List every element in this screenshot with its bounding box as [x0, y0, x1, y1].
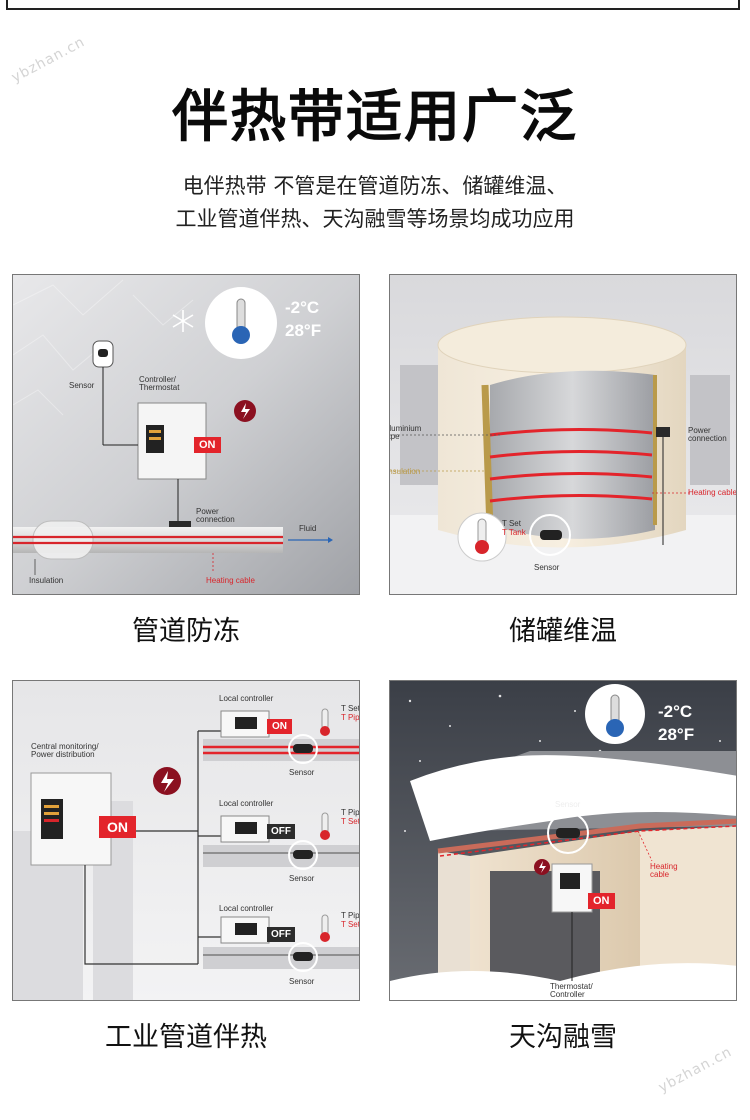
local-controller-label-2: Local controller — [219, 799, 274, 808]
pipe-freeze-illustration — [13, 275, 359, 594]
t-set-label-1: T Set — [341, 704, 360, 713]
snow-on-roof — [410, 755, 736, 841]
local-controller-3 — [220, 916, 270, 944]
heating-cable-label: Heating cable — [206, 576, 255, 585]
aluminium-tape-label: Aluminium tape — [389, 424, 422, 442]
sensor-label-3: Sensor — [289, 977, 315, 986]
temp-fahrenheit: 28°F — [658, 725, 695, 744]
local-controller-2 — [220, 815, 270, 843]
temp-fahrenheit: 28°F — [285, 321, 322, 340]
temp-celsius: -2°C — [658, 702, 693, 721]
power-connection-label: Power connection — [688, 426, 727, 444]
t-tank-label: T Tank — [502, 528, 526, 537]
thermometer-icon — [606, 719, 624, 737]
gutter-illustration — [390, 681, 736, 1000]
headline: 伴热带适用广泛 — [172, 85, 578, 150]
sensor-label: Sensor — [69, 381, 95, 390]
local-controller-label-1: Local controller — [219, 694, 274, 703]
insulation-label: Insulation — [29, 576, 64, 585]
thermometer-icon — [320, 708, 330, 942]
panel-industrial-tracing: Central monitoring/ Power distribution O… — [12, 680, 360, 1001]
on-badge: ON — [194, 437, 221, 453]
tank-illustration — [390, 275, 736, 594]
fluid-label: Fluid — [299, 524, 317, 533]
t-pipe-label-3: T Pipe — [341, 911, 360, 920]
caption-pipe-freeze: 管道防冻 — [132, 616, 240, 647]
controller-label: Controller/ Thermostat — [139, 375, 180, 393]
sensor-label: Sensor — [555, 800, 581, 809]
panel-gutter-snowmelt: -2°C 28°F Sensor Heating cable ON Thermo… — [389, 680, 737, 1001]
insulation-label: Insulation — [389, 467, 421, 476]
temp-celsius: -2°C — [285, 298, 320, 317]
panel-tank-heating: Aluminium tape Insulation Power connecti… — [389, 274, 737, 595]
central-on-badge: ON — [99, 816, 136, 838]
top-frame-border — [6, 0, 740, 10]
central-monitoring-label: Central monitoring/ Power distribution — [31, 742, 99, 760]
industrial-illustration — [13, 681, 359, 1000]
on-badge: ON — [588, 893, 615, 909]
sensor-label-2: Sensor — [289, 874, 315, 883]
t-set-label-2: T Set — [341, 817, 360, 826]
caption-tank-heating: 储罐维温 — [509, 616, 617, 647]
local-controller-1 — [220, 710, 270, 738]
thermostat-label: Thermostat/ Controller — [550, 982, 593, 1000]
intro-line-1: 电伴热带 不管是在管道防冻、储罐维温、 — [182, 174, 568, 198]
panel-pipe-freeze: -2°C 28°F Sensor Controller/ Thermostat … — [12, 274, 360, 595]
sensor-label-1: Sensor — [289, 768, 315, 777]
heating-cable-label: Heating cable — [688, 488, 737, 497]
t-pipe-label-2: T Pipe — [341, 808, 360, 817]
intro-line-2: 工业管道伴热、天沟融雪等场景均成功应用 — [175, 207, 575, 231]
caption-industrial-tracing: 工业管道伴热 — [105, 1022, 267, 1053]
t-pipe-label-1: T Pipe — [341, 713, 360, 722]
caption-gutter-snowmelt: 天沟融雪 — [509, 1022, 617, 1053]
thermometer-icon — [475, 540, 489, 554]
thermometer-icon — [232, 326, 250, 344]
local-off-badge-2: OFF — [267, 927, 295, 942]
t-set-label-3: T Set — [341, 920, 360, 929]
local-on-badge: ON — [267, 719, 292, 734]
local-off-badge-1: OFF — [267, 824, 295, 839]
local-controller-label-3: Local controller — [219, 904, 274, 913]
snowflake-icon — [172, 310, 194, 332]
sensor-label: Sensor — [534, 563, 560, 572]
heating-cable-coils — [489, 427, 653, 503]
power-connection-label: Power connection — [196, 507, 235, 525]
heating-cable-label: Heating cable — [650, 862, 678, 880]
gutter — [437, 818, 736, 854]
t-set-label: T Set — [502, 519, 521, 528]
